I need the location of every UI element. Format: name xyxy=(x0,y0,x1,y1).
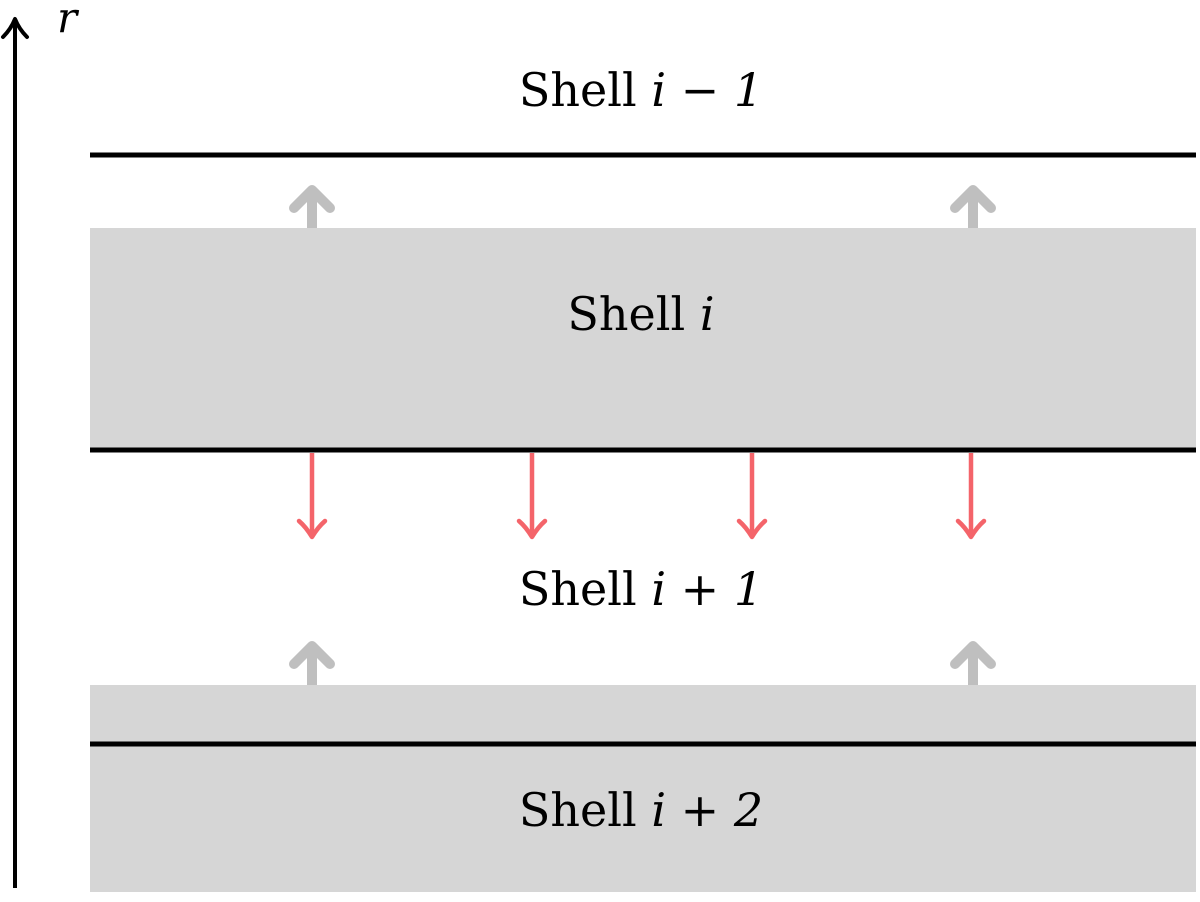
shell-label-i-plus-2: Shell i + 2 xyxy=(519,783,763,837)
up-arrow-icon xyxy=(289,641,335,685)
shell-i-plus-2-shaded-region xyxy=(90,685,1196,892)
shell-i-shaded-region xyxy=(90,228,1196,450)
shell-label-i-plus-1: Shell i + 1 xyxy=(519,562,763,616)
shell-label-i-minus-1: Shell i − 1 xyxy=(519,63,763,117)
down-arrow-icon xyxy=(516,453,548,540)
down-arrow-icon xyxy=(955,453,987,540)
radius-axis-arrowhead-icon xyxy=(1,17,29,39)
shell-label-i: Shell i xyxy=(567,287,714,341)
down-arrow-icon xyxy=(296,453,328,540)
radius-axis-label: r xyxy=(57,0,80,42)
up-arrow-icon xyxy=(950,185,996,228)
down-arrow-icon xyxy=(736,453,768,540)
up-arrow-icon xyxy=(289,185,335,228)
up-arrow-icon xyxy=(950,641,996,685)
radius-axis: r xyxy=(1,0,80,888)
